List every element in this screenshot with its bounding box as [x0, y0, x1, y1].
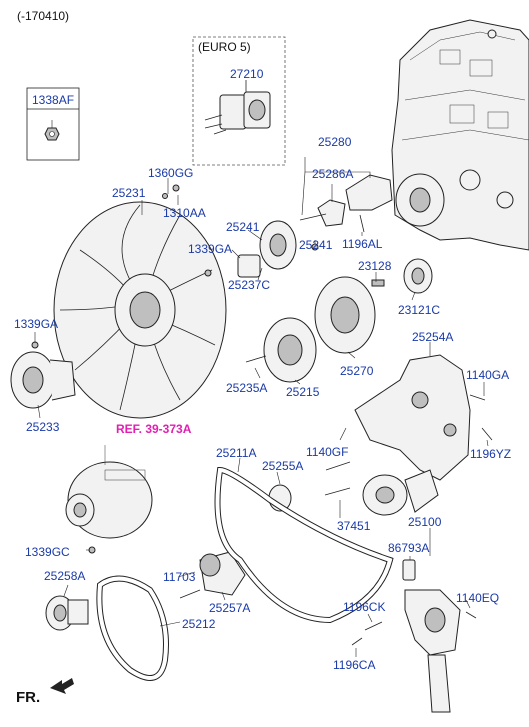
part-1360gg[interactable]: 1360GG [148, 166, 194, 180]
part-1339ga-b[interactable]: 1339GA [14, 317, 59, 331]
seal-23121c [371, 258, 433, 294]
part-25280[interactable]: 25280 [318, 135, 352, 149]
part-1339ga-a[interactable]: 1339GA [188, 242, 233, 256]
bracket-25286a [299, 174, 393, 251]
pulley-25270 [314, 276, 376, 354]
part-25241-a[interactable]: 25241 [226, 220, 260, 234]
part-25270[interactable]: 25270 [340, 364, 374, 378]
alternator [65, 445, 153, 554]
leader-lines [34, 80, 489, 657]
ref-39-373a[interactable]: REF. 39-373A [116, 422, 192, 436]
date-note: (-170410) [17, 9, 70, 23]
part-25237c[interactable]: 25237C [228, 278, 271, 292]
part-25212[interactable]: 25212 [182, 617, 216, 631]
part-1196al[interactable]: 1196AL [342, 237, 383, 251]
part-25254a[interactable]: 25254A [412, 330, 454, 344]
damper-25215 [245, 317, 317, 383]
part-1196ca[interactable]: 1196CA [333, 658, 376, 672]
part-25241-b[interactable]: 25241 [299, 238, 333, 252]
part-1140gf[interactable]: 1140GF [306, 445, 349, 459]
part-1310aa[interactable]: 1310AA [163, 206, 206, 220]
part-1140eq[interactable]: 1140EQ [456, 591, 500, 605]
part-25255a[interactable]: 25255A [262, 459, 304, 473]
belt-25212 [96, 575, 169, 681]
engine-block [391, 19, 529, 251]
part-1140ga[interactable]: 1140GA [466, 368, 510, 382]
part-25233[interactable]: 25233 [26, 420, 60, 434]
part-1338af[interactable]: 1338AF [32, 93, 75, 107]
water-pump [351, 559, 477, 713]
part-23128[interactable]: 23128 [358, 259, 392, 273]
part-25257a[interactable]: 25257A [209, 601, 251, 615]
fan-clutch [10, 351, 76, 409]
part-1339gc[interactable]: 1339GC [25, 545, 70, 559]
part-25235a[interactable]: 25235A [226, 381, 268, 395]
part-11703[interactable]: 11703 [163, 570, 196, 584]
part-37451[interactable]: 37451 [337, 519, 371, 533]
part-27210[interactable]: 27210 [230, 67, 264, 81]
inset-box-1338af [26, 87, 80, 161]
part-86793a[interactable]: 86793A [388, 541, 430, 555]
part-25231[interactable]: 25231 [112, 186, 146, 200]
idler-25258a [45, 595, 89, 631]
part-25100[interactable]: 25100 [408, 515, 442, 529]
pump-upper [362, 469, 439, 516]
part-25215[interactable]: 25215 [286, 385, 320, 399]
fasteners [31, 184, 180, 349]
euro5-box [192, 36, 286, 166]
part-23121c[interactable]: 23121C [398, 303, 441, 317]
pulley-25237c [204, 220, 297, 278]
part-25211a[interactable]: 25211A [216, 446, 257, 460]
front-arrow-icon [50, 678, 74, 694]
bracket-25254a [325, 354, 493, 481]
part-25258a[interactable]: 25258A [44, 569, 86, 583]
front-label: FR. [16, 689, 41, 706]
part-25286a[interactable]: 25286A [312, 167, 354, 181]
euro5-label: (EURO 5) [198, 40, 251, 54]
tensioner-25257a [179, 551, 246, 599]
part-1196yz[interactable]: 1196YZ [470, 447, 512, 461]
cooling-fan [53, 201, 227, 419]
part-1196ck[interactable]: 1196CK [343, 600, 386, 614]
